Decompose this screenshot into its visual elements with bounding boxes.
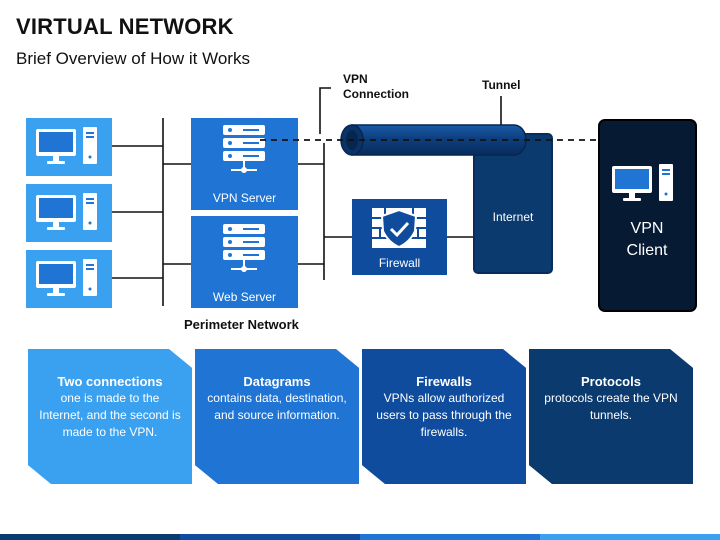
tunnel-label: Tunnel bbox=[482, 78, 521, 92]
internet-label: Internet bbox=[492, 210, 534, 224]
info-card-two-connections: Two connections one is made to the Inter… bbox=[28, 349, 192, 484]
card-body: VPNs allow authorized users to pass thro… bbox=[376, 391, 512, 439]
card-heading: Firewalls bbox=[416, 374, 472, 389]
computer-3 bbox=[26, 250, 112, 308]
web-server bbox=[191, 216, 298, 308]
firewall-shield-icon bbox=[372, 208, 426, 249]
card-heading: Datagrams bbox=[243, 374, 311, 389]
vpn-server bbox=[191, 118, 298, 210]
info-card-firewalls: Firewalls VPNs allow authorized users to… bbox=[362, 349, 526, 484]
vpn-tunnel bbox=[340, 124, 527, 156]
perimeter-network-label: Perimeter Network bbox=[184, 317, 299, 332]
card-body: contains data, destination, and source i… bbox=[207, 391, 347, 422]
vpn-connection-label: VPN Connection bbox=[343, 72, 409, 101]
card-body: one is made to the Internet, and the sec… bbox=[39, 391, 181, 439]
card-heading: Protocols bbox=[581, 374, 641, 389]
vpn-client-label: VPN Client bbox=[626, 220, 668, 259]
card-heading: Two connections bbox=[57, 374, 163, 389]
page-title: VIRTUAL NETWORK bbox=[16, 14, 234, 39]
vpn-server-label: VPN Server bbox=[212, 191, 277, 205]
page-subtitle: Brief Overview of How it Works bbox=[16, 49, 250, 68]
bottom-color-bar bbox=[0, 534, 720, 540]
vpn-client bbox=[598, 119, 697, 312]
firewall-label: Firewall bbox=[378, 256, 421, 270]
computer-2 bbox=[26, 184, 112, 242]
web-server-label: Web Server bbox=[212, 290, 277, 304]
info-card-protocols: Protocols protocols create the VPN tunne… bbox=[529, 349, 693, 484]
firewall-node bbox=[352, 199, 447, 275]
computer-1 bbox=[26, 118, 112, 176]
lan-connectors bbox=[112, 87, 502, 306]
card-body: protocols create the VPN tunnels. bbox=[544, 391, 678, 422]
info-card-datagrams: Datagrams contains data, destination, an… bbox=[195, 349, 359, 484]
